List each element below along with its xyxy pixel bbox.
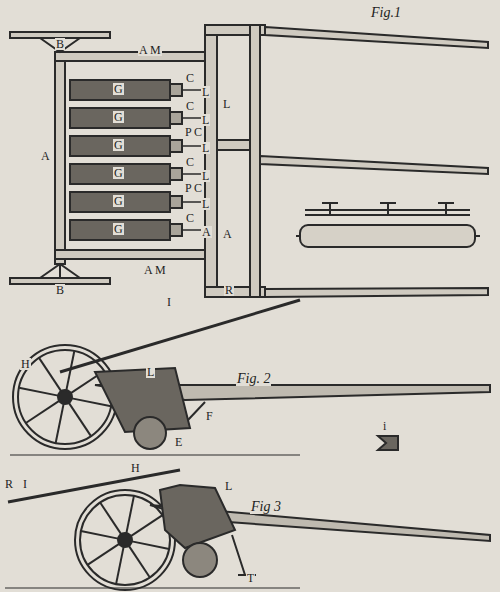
part-letter: L: [201, 142, 210, 154]
part-letter: G: [113, 167, 124, 179]
part-letter: A: [40, 150, 51, 162]
part-letter: C: [185, 100, 195, 112]
part-letter: L: [222, 98, 231, 110]
part-letter: A: [201, 226, 212, 238]
part-letter: C: [193, 126, 203, 138]
figure-caption: Fig 3: [250, 500, 282, 514]
part-letter: A: [222, 228, 233, 240]
part-letter: E: [174, 436, 183, 448]
part-letter: T: [246, 572, 255, 584]
part-letter: R: [4, 478, 14, 490]
part-letter: H: [20, 358, 31, 370]
part-letter: P: [184, 182, 193, 194]
part-letter: G: [113, 83, 124, 95]
part-letter: G: [113, 195, 124, 207]
part-letter: P: [184, 126, 193, 138]
figure-caption: Fig.1: [370, 6, 402, 20]
part-letter: R: [224, 284, 234, 296]
figure-caption: Fig. 2: [236, 372, 271, 386]
part-letter: i: [382, 420, 387, 432]
part-letter: G: [113, 111, 124, 123]
part-letter: L: [201, 198, 210, 210]
part-letter: L: [224, 480, 233, 492]
part-letter: I: [22, 478, 28, 490]
part-letter: B: [55, 284, 65, 296]
part-letter: G: [113, 139, 124, 151]
part-letter: L: [146, 366, 155, 378]
part-letter: A M: [143, 264, 167, 276]
part-letter: G: [113, 223, 124, 235]
part-letter: L: [201, 170, 210, 182]
part-letter: F: [205, 410, 214, 422]
part-letter: C: [185, 156, 195, 168]
part-letter: C: [185, 72, 195, 84]
part-letter: C: [185, 212, 195, 224]
part-letter: B: [55, 38, 65, 50]
part-letter: C: [193, 182, 203, 194]
part-letter: L: [201, 86, 210, 98]
part-letter: I: [166, 296, 172, 308]
part-letter: A M: [138, 44, 162, 56]
part-letter: H: [130, 462, 141, 474]
part-letter: L: [201, 114, 210, 126]
